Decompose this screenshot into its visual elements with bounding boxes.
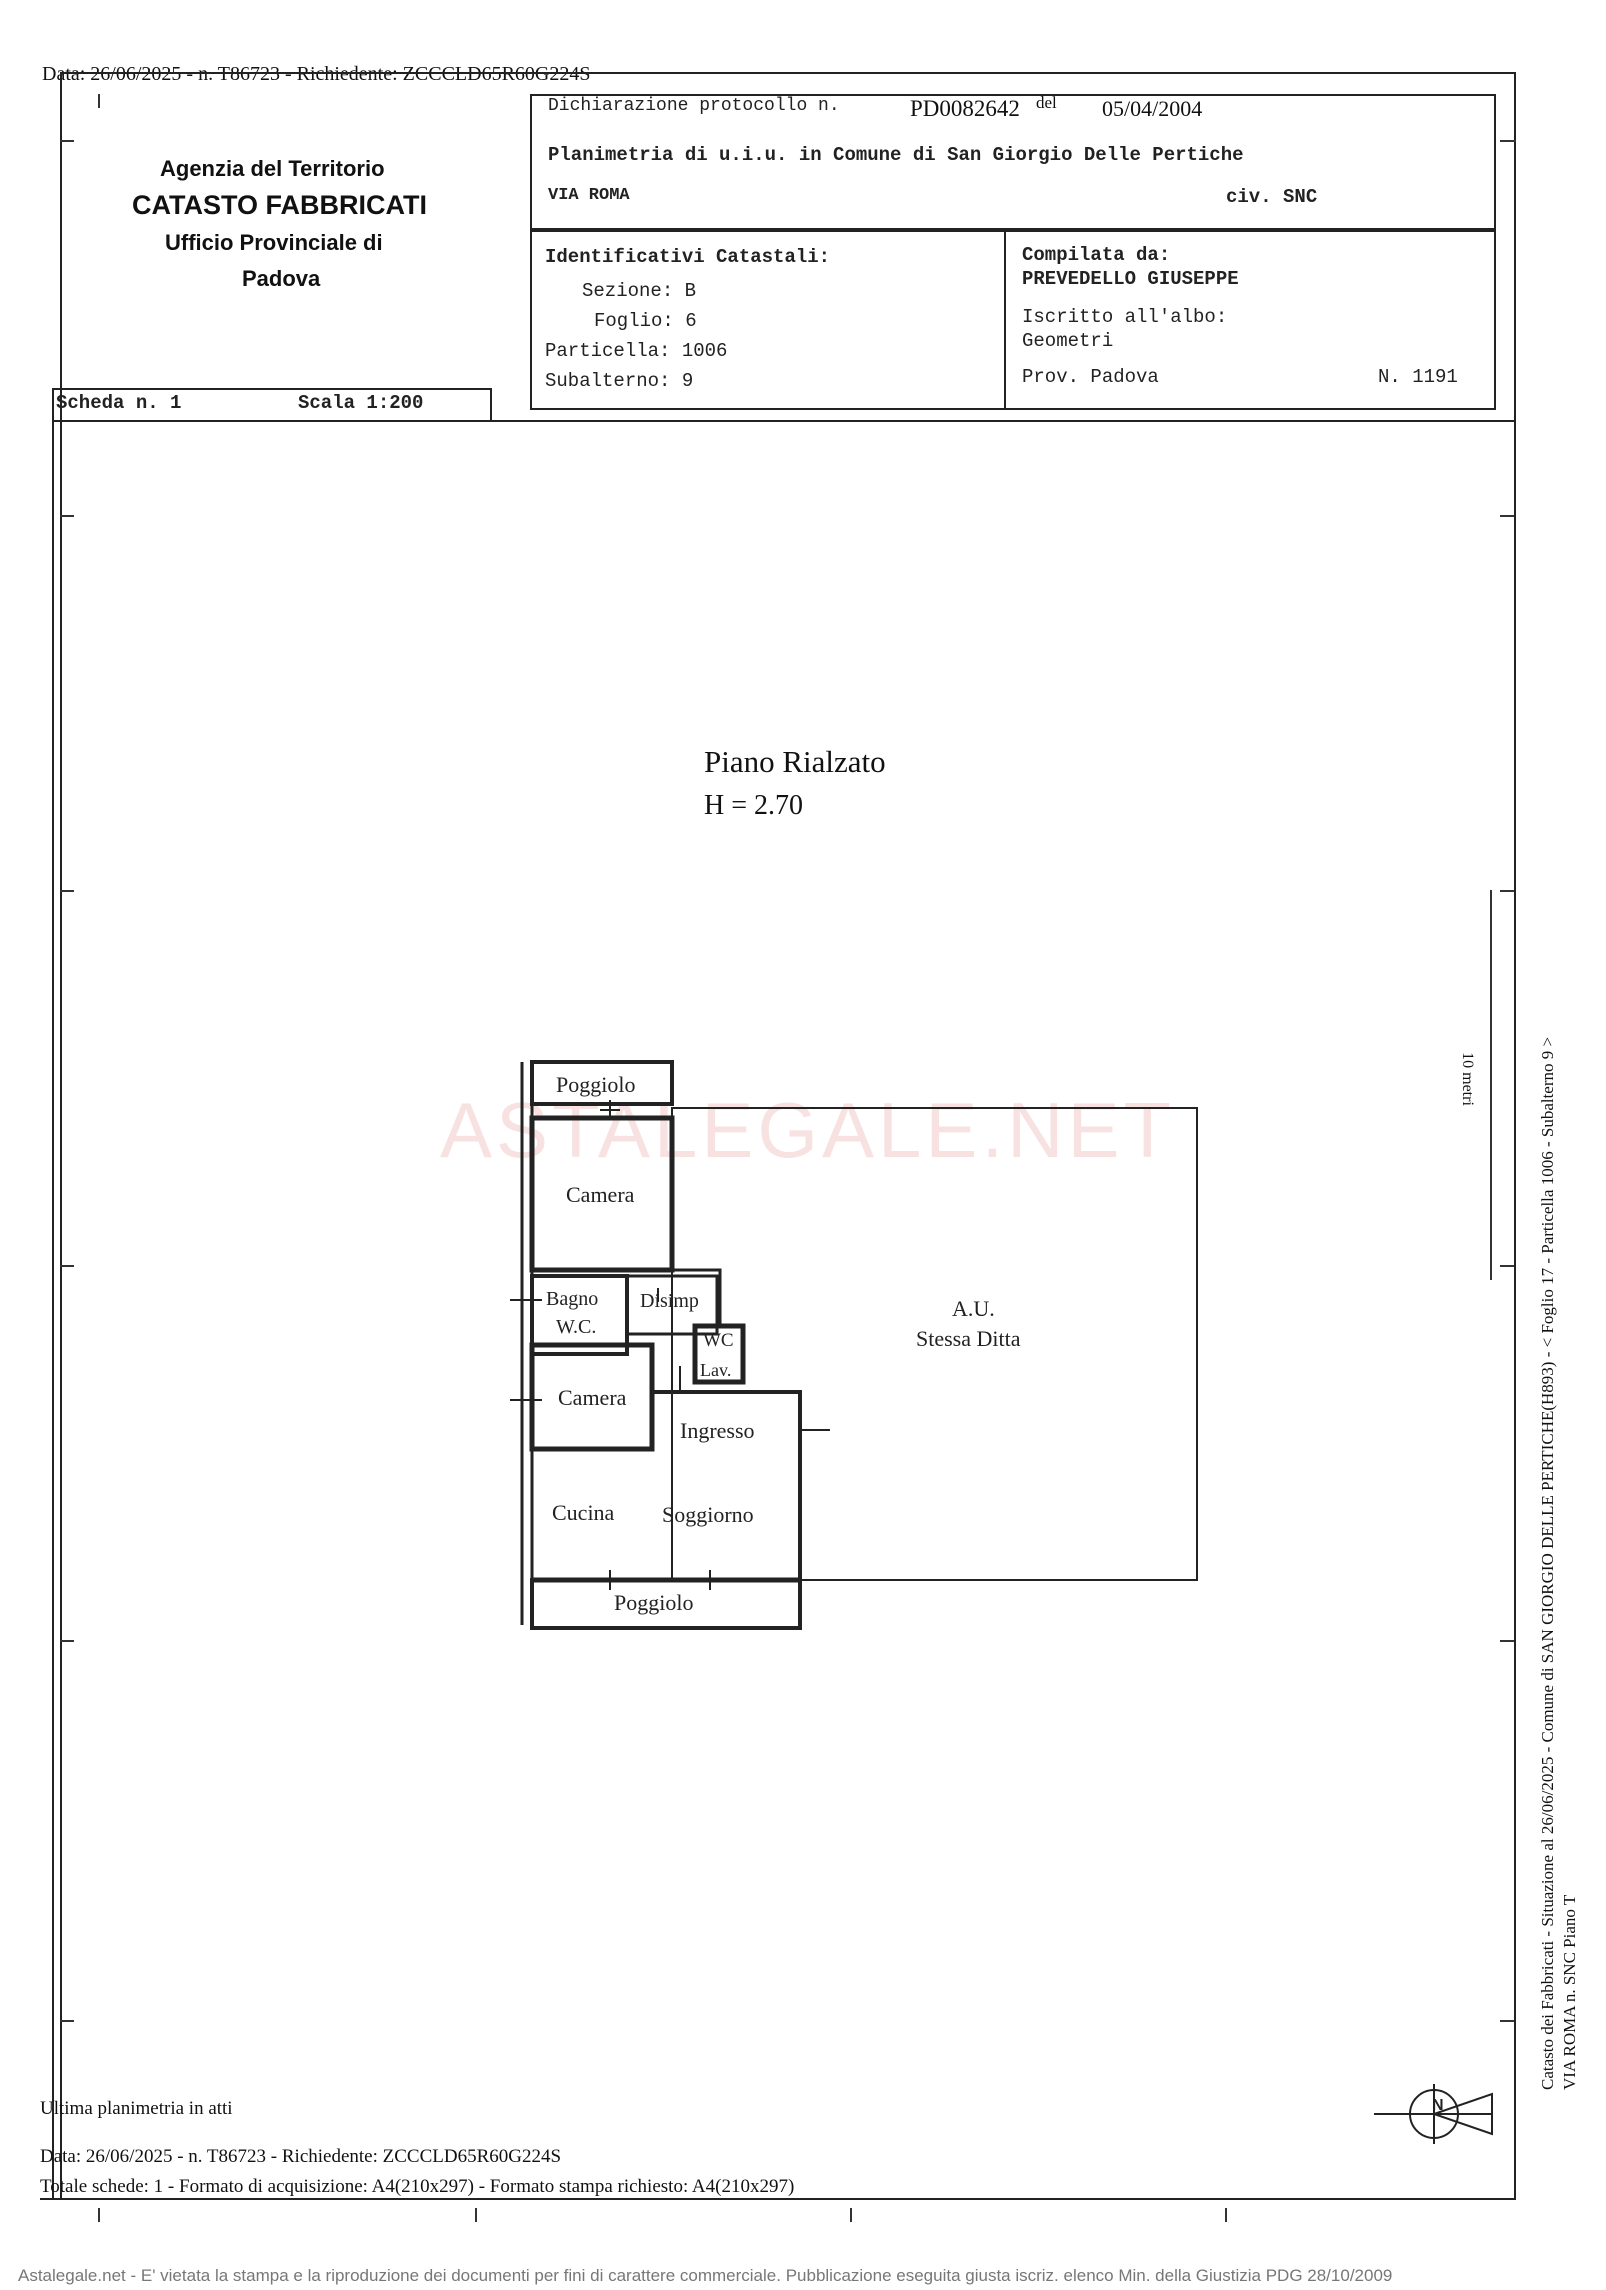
iscritto-albo: Iscritto all'albo: — [1022, 306, 1228, 328]
frame-tick — [1500, 515, 1516, 517]
au-area — [671, 1107, 1198, 1581]
room-poggiolo-bottom: Poggiolo — [614, 1590, 694, 1615]
floor-title: Piano Rialzato — [704, 744, 886, 779]
agency-name: Agenzia del Territorio — [160, 156, 385, 181]
identificativi-title: Identificativi Catastali: — [545, 246, 831, 268]
room-wc-small: WC — [703, 1330, 734, 1351]
svg-text:N: N — [1432, 2097, 1444, 2114]
street: VIA ROMA — [548, 186, 630, 205]
room-camera-mid: Camera — [558, 1385, 627, 1410]
side-text-1: Catasto dei Fabbricati - Situazione al 2… — [1538, 1036, 1557, 2090]
au-label: A.U. — [952, 1296, 995, 1321]
room-disimp: Disimp — [640, 1290, 699, 1312]
footer-data: Data: 26/06/2025 - n. T86723 - Richieden… — [40, 2146, 562, 2167]
catasto-fabbricati: CATASTO FABBRICATI — [132, 190, 427, 220]
frame-tick — [1500, 140, 1516, 142]
camera-mid-outline — [529, 1342, 655, 1452]
frame-tick — [60, 1640, 74, 1642]
frame-tick — [60, 1265, 74, 1267]
floor-plan — [510, 1060, 1198, 1630]
scale-bar — [1490, 890, 1492, 1280]
floor-height: H = 2.70 — [704, 790, 804, 821]
frame-tick — [1500, 890, 1516, 892]
frame-tick — [60, 890, 74, 892]
room-poggiolo-top: Poggiolo — [556, 1072, 636, 1097]
watermark: ASTALEGALE.NET — [440, 1086, 1176, 1174]
provincia: Prov. Padova — [1022, 366, 1159, 388]
scale-bar-label: 10 metri — [1458, 1052, 1476, 1106]
frame-tick — [60, 515, 74, 517]
room-camera-top: Camera — [566, 1182, 635, 1207]
footer-disclaimer: Astalegale.net - E' vietata la stampa e … — [18, 2266, 1393, 2285]
frame-tick — [1500, 1265, 1516, 1267]
header-box — [530, 94, 1496, 230]
frame-tick — [98, 2208, 100, 2222]
room-ingresso: Ingresso — [680, 1418, 755, 1443]
poggiolo-bottom-outline — [530, 1578, 802, 1630]
planimetria-line: Planimetria di u.i.u. in Comune di San G… — [548, 144, 1244, 166]
frame-tick — [60, 2020, 74, 2022]
compilata-name: PREVEDELLO GIUSEPPE — [1022, 268, 1239, 290]
del-label: del — [1036, 93, 1057, 112]
footer-rule — [40, 2198, 1516, 2200]
frame-tick — [1225, 2208, 1227, 2222]
scheda-number: Scheda n. 1 — [56, 392, 182, 414]
frame-tick — [1500, 2020, 1516, 2022]
room-bagno: Bagno — [546, 1288, 599, 1310]
scala: Scala 1:200 — [298, 392, 424, 414]
ufficio-padova: Padova — [242, 266, 321, 291]
protocol-number: PD0082642 — [910, 96, 1020, 121]
north-arrow-icon: N — [1374, 2084, 1493, 2144]
room-cucina: Cucina — [552, 1500, 615, 1525]
civic-number: civ. SNC — [1226, 186, 1318, 208]
frame-tick — [475, 2208, 477, 2222]
ufficio-provinciale: Ufficio Provinciale di — [165, 230, 383, 255]
room-soggiorno: Soggiorno — [662, 1502, 754, 1527]
compilata-box — [1004, 230, 1496, 410]
frame-tick — [850, 2208, 852, 2222]
sezione: Sezione: B — [582, 280, 697, 302]
room-lav: Lav. — [700, 1360, 732, 1380]
albo: Geometri — [1022, 330, 1114, 352]
iscrizione-numero: N. 1191 — [1378, 366, 1458, 388]
footer-totale: Totale schede: 1 - Formato di acquisizio… — [40, 2176, 795, 2197]
particella: Particella: 1006 — [545, 340, 728, 362]
frame-tick — [98, 94, 100, 108]
ultima-planimetria: Ultima planimetria in atti — [40, 2098, 233, 2119]
foglio: Foglio: 6 — [594, 310, 697, 332]
protocol-label: Dichiarazione protocollo n. — [548, 96, 840, 116]
subalterno: Subalterno: 9 — [545, 370, 694, 392]
compilata-title: Compilata da: — [1022, 244, 1171, 266]
au-stessa-ditta: Stessa Ditta — [916, 1326, 1021, 1351]
frame-tick — [1500, 1640, 1516, 1642]
protocol-date: 05/04/2004 — [1102, 96, 1203, 121]
top-stamp: Data: 26/06/2025 - n. T86723 - Richieden… — [42, 63, 591, 85]
frame-tick — [60, 140, 74, 142]
side-text-2: VIA ROMA n. SNC Piano T — [1560, 1894, 1579, 2090]
room-wc: W.C. — [556, 1316, 597, 1338]
disimp-outline — [625, 1274, 719, 1336]
